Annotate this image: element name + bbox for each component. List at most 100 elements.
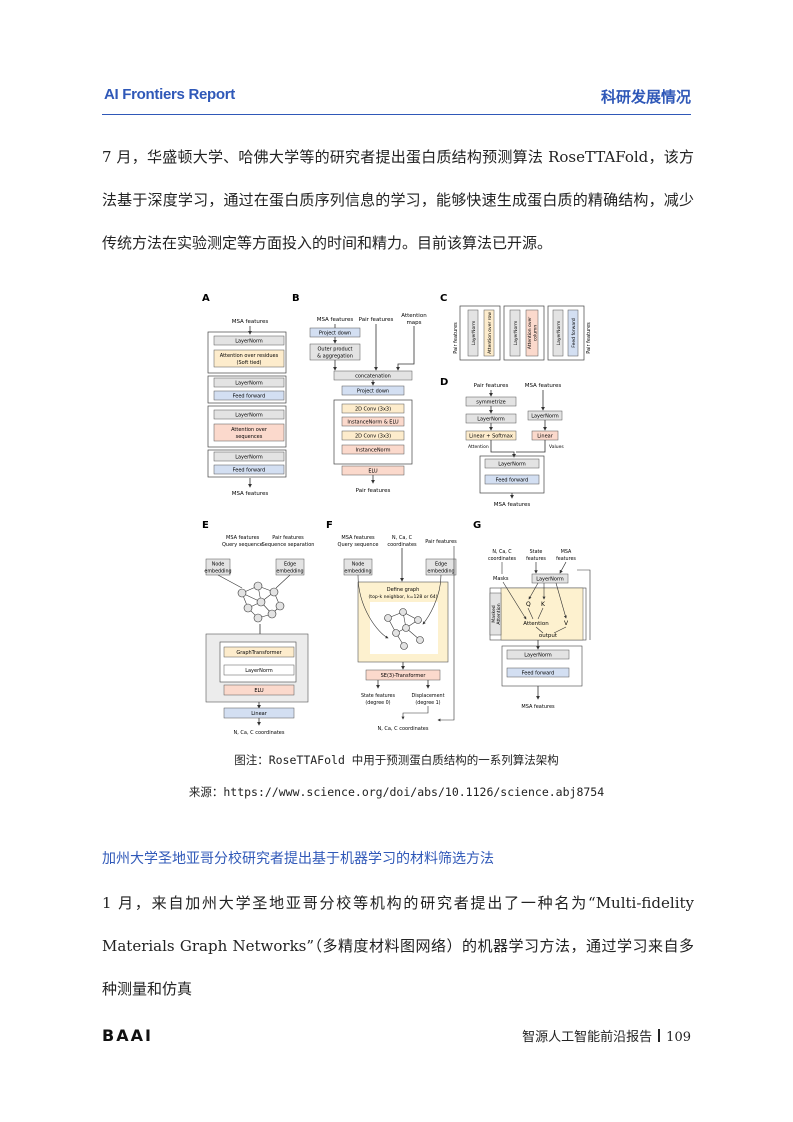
panel-d-label-values: Values — [549, 444, 564, 450]
panel-c-side-left: Pair features — [453, 322, 459, 354]
panel-e-in2: Query sequence — [222, 542, 263, 548]
panel-e-in3: Pair features — [272, 535, 304, 541]
svg-text:maps: maps — [406, 320, 421, 326]
svg-text:Attention: Attention — [496, 603, 502, 624]
panel-c-box5: LayerNorm — [556, 321, 562, 346]
svg-text:Attention over: Attention over — [527, 317, 533, 349]
panel-a-box8: Feed forward — [233, 468, 266, 474]
panel-b-box5: 2D Conv (3x3) — [355, 407, 391, 413]
svg-text:Node: Node — [352, 562, 365, 568]
panel-a-box3: LayerNorm — [235, 381, 263, 387]
svg-text:& aggregation: & aggregation — [317, 354, 353, 360]
panel-b-in2: Pair features — [359, 317, 394, 323]
header-title-zh: 科研发展情况 — [600, 88, 691, 106]
panel-d-label-attention: Attention — [468, 444, 489, 450]
figure-source: 来源：https://www.science.org/doi/abs/10.11… — [188, 785, 605, 799]
panel-c-letter: C — [440, 293, 447, 304]
panel-g-masks: Masks — [493, 576, 509, 582]
panel-c-box6: Feed forward — [571, 318, 577, 348]
svg-text:coordinates: coordinates — [488, 556, 517, 562]
panel-g-v: V — [564, 620, 569, 627]
panel-d-bottom: MSA features — [494, 502, 531, 508]
panel-f-out4: (degree 1) — [415, 700, 440, 706]
footer-separator — [658, 1029, 661, 1042]
panel-b-bottom: Pair features — [356, 488, 391, 494]
baai-logo: BAAI — [102, 1026, 153, 1045]
svg-text:MSA: MSA — [561, 549, 572, 555]
svg-text:N, Ca, C: N, Ca, C — [492, 549, 512, 555]
svg-text:embedding: embedding — [344, 569, 371, 575]
panel-g-box3: Feed forward — [522, 671, 555, 677]
paragraph-rosettafold: 7 月，华盛顿大学、哈佛大学等的研究者提出蛋白质结构预测算法 RoseTTAFo… — [102, 148, 694, 252]
panel-b-box8: InstanceNorm — [356, 448, 391, 454]
svg-text:features: features — [526, 556, 546, 562]
panel-g-box2: LayerNorm — [524, 653, 552, 659]
rosettafold-architecture-figure: A MSA features LayerNorm Attention over … — [198, 288, 598, 738]
panel-d-box6: LayerNorm — [498, 462, 526, 468]
panel-d-box7: Feed forward — [496, 478, 529, 484]
svg-text:Edge: Edge — [284, 562, 296, 568]
panel-f-out2: (degree 0) — [365, 700, 390, 706]
panel-b-box9: ELU — [368, 469, 378, 475]
panel-e-in4: Sequence separation — [262, 542, 315, 548]
panel-e-box4: LayerNorm — [245, 668, 273, 674]
panel-f-letter: F — [326, 520, 333, 531]
header-title-en: AI Frontiers Report — [104, 86, 235, 103]
panel-e-letter: E — [202, 520, 209, 531]
panel-a-letter: A — [202, 293, 210, 304]
svg-text:Outer product: Outer product — [317, 347, 352, 353]
svg-text:(Soft tied): (Soft tied) — [237, 360, 262, 366]
panel-g-attention: Attention — [523, 621, 549, 627]
panel-d-in1: Pair features — [474, 383, 509, 389]
panel-d-box3: LayerNorm — [531, 414, 559, 420]
panel-f-in1: MSA features — [341, 535, 375, 541]
paragraph-materials: 1 月，来自加州大学圣地亚哥分校等机构的研究者提出了一种名为“Multi-fid… — [102, 894, 694, 998]
panel-b-letter: B — [292, 293, 300, 304]
section-title: 加州大学圣地亚哥分校研究者提出基于机器学习的材料筛选方法 — [102, 851, 494, 867]
panel-e-box6: Linear — [251, 711, 267, 717]
panel-a-box4: Feed forward — [233, 394, 266, 400]
svg-text:embedding: embedding — [427, 569, 454, 575]
panel-a-box1: LayerNorm — [235, 339, 263, 345]
panel-f-out1: State features — [361, 693, 396, 699]
panel-f-bottom: N, Ca, C coordinates — [377, 726, 428, 732]
panel-f-se3: SE(3)-Transformer — [381, 673, 427, 679]
svg-text:Attention: Attention — [401, 313, 427, 319]
panel-b-box6: InstanceNorm & ELU — [347, 420, 399, 426]
panel-g-letter: G — [473, 520, 481, 531]
svg-text:Node: Node — [212, 562, 225, 568]
panel-a-box7: LayerNorm — [235, 455, 263, 461]
panel-g-q: Q — [526, 601, 531, 608]
header-divider — [102, 114, 691, 115]
panel-d-box1: symmetrize — [476, 400, 506, 406]
panel-g-k: K — [541, 601, 546, 608]
panel-f-in4: Pair features — [425, 539, 457, 545]
figure-caption: 图注：RoseTTAFold 中用于预测蛋白质结构的一系列算法架构 — [234, 753, 559, 767]
panel-e-box3: GraphTransformer — [236, 650, 282, 656]
svg-text:coordinates: coordinates — [387, 542, 417, 548]
page-number: 109 — [666, 1030, 691, 1045]
panel-c-box2: Attention over row — [487, 312, 493, 354]
svg-text:N, Ca, C: N, Ca, C — [392, 535, 413, 541]
panel-g-bottom: MSA features — [521, 704, 555, 710]
panel-d-box2: LayerNorm — [477, 417, 505, 423]
svg-text:sequences: sequences — [236, 434, 263, 440]
panel-g-output: output — [539, 633, 558, 639]
panel-d-box4: Linear + Softmax — [469, 434, 513, 440]
panel-a-top: MSA features — [232, 319, 269, 325]
svg-text:Attention over residues: Attention over residues — [220, 353, 279, 359]
svg-text:Attention over: Attention over — [231, 427, 268, 433]
svg-text:column: column — [533, 325, 539, 342]
svg-text:embedding: embedding — [204, 569, 231, 575]
panel-b-in1: MSA features — [317, 317, 354, 323]
panel-f-define-graph: Define graph — [387, 587, 420, 593]
svg-text:features: features — [556, 556, 576, 562]
svg-text:embedding: embedding — [276, 569, 303, 575]
panel-c-side-right: Pair features — [586, 322, 592, 354]
panel-f-topk: (top-k neighbor, k=128 or 64) — [368, 594, 437, 600]
panel-b-box7: 2D Conv (3x3) — [355, 434, 391, 440]
panel-g-box1: LayerNorm — [536, 577, 564, 583]
panel-a-bottom: MSA features — [232, 491, 269, 497]
svg-text:State: State — [530, 549, 543, 555]
panel-d-in2: MSA features — [525, 383, 562, 389]
